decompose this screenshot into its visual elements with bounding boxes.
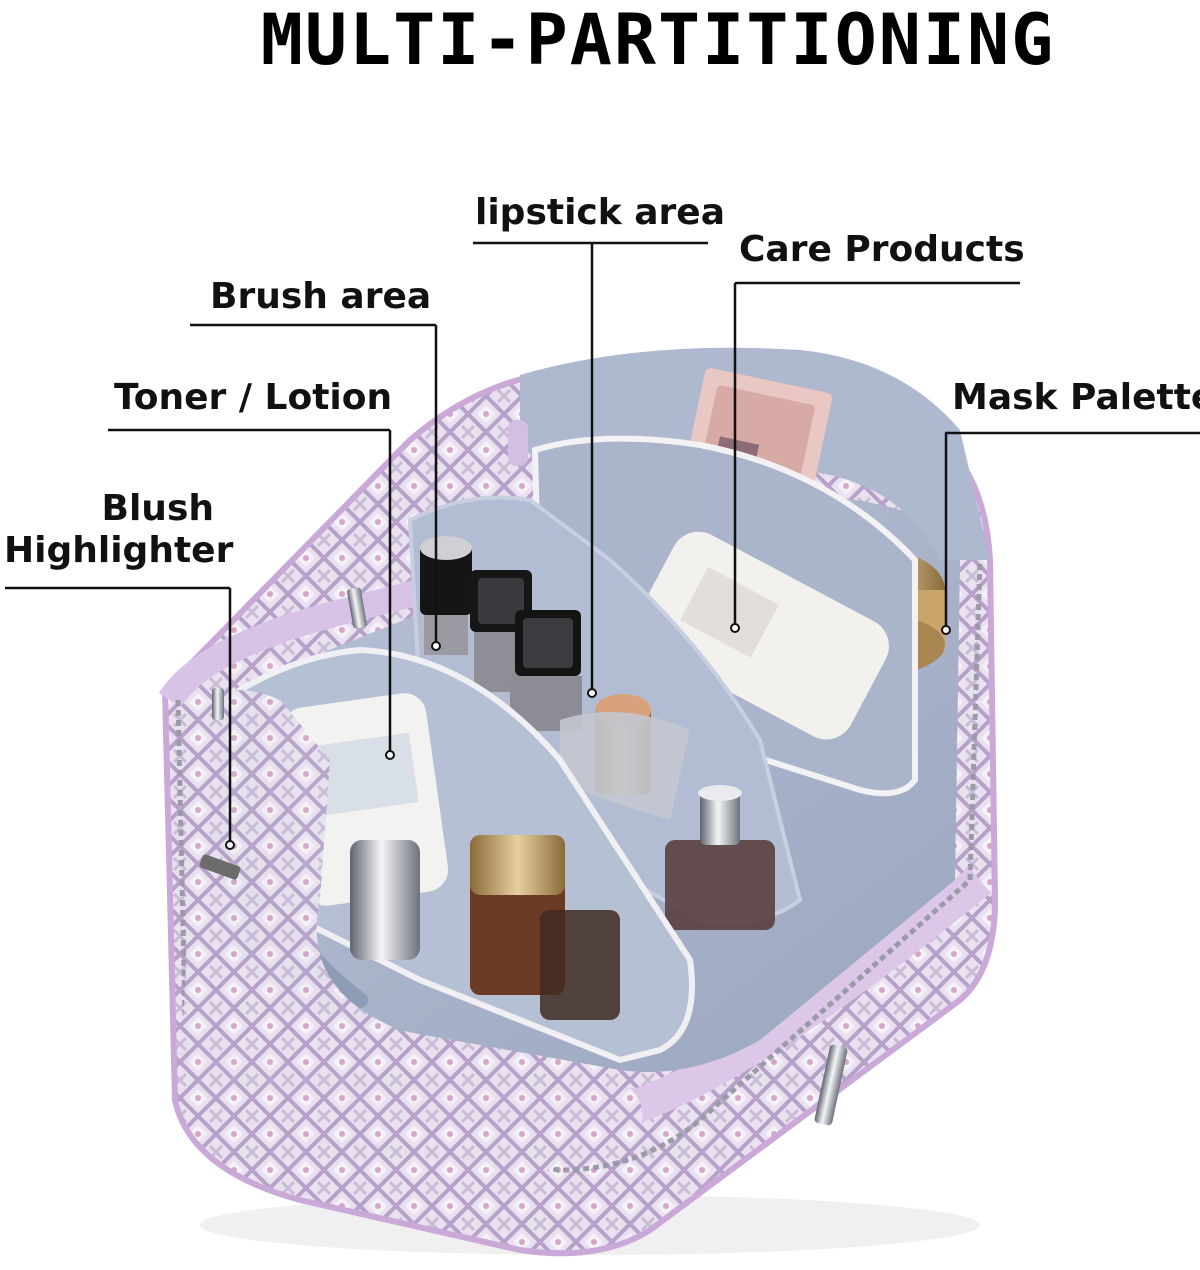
toner-lotion-label: Toner / Lotion	[114, 377, 393, 418]
lipstick-area-label: lipstick area	[475, 192, 725, 233]
care-products-label: Care Products	[739, 229, 1025, 270]
page-title: MULTI-PARTITIONING	[260, 0, 1056, 81]
blush-highlighter-label: Blush Highlighter	[4, 488, 234, 572]
blush-label-line2: Highlighter	[4, 530, 234, 571]
blush-label-line1: Blush	[101, 488, 214, 529]
brush-area-label: Brush area	[210, 276, 432, 317]
mask-palette-label: Mask Palette	[952, 377, 1200, 418]
